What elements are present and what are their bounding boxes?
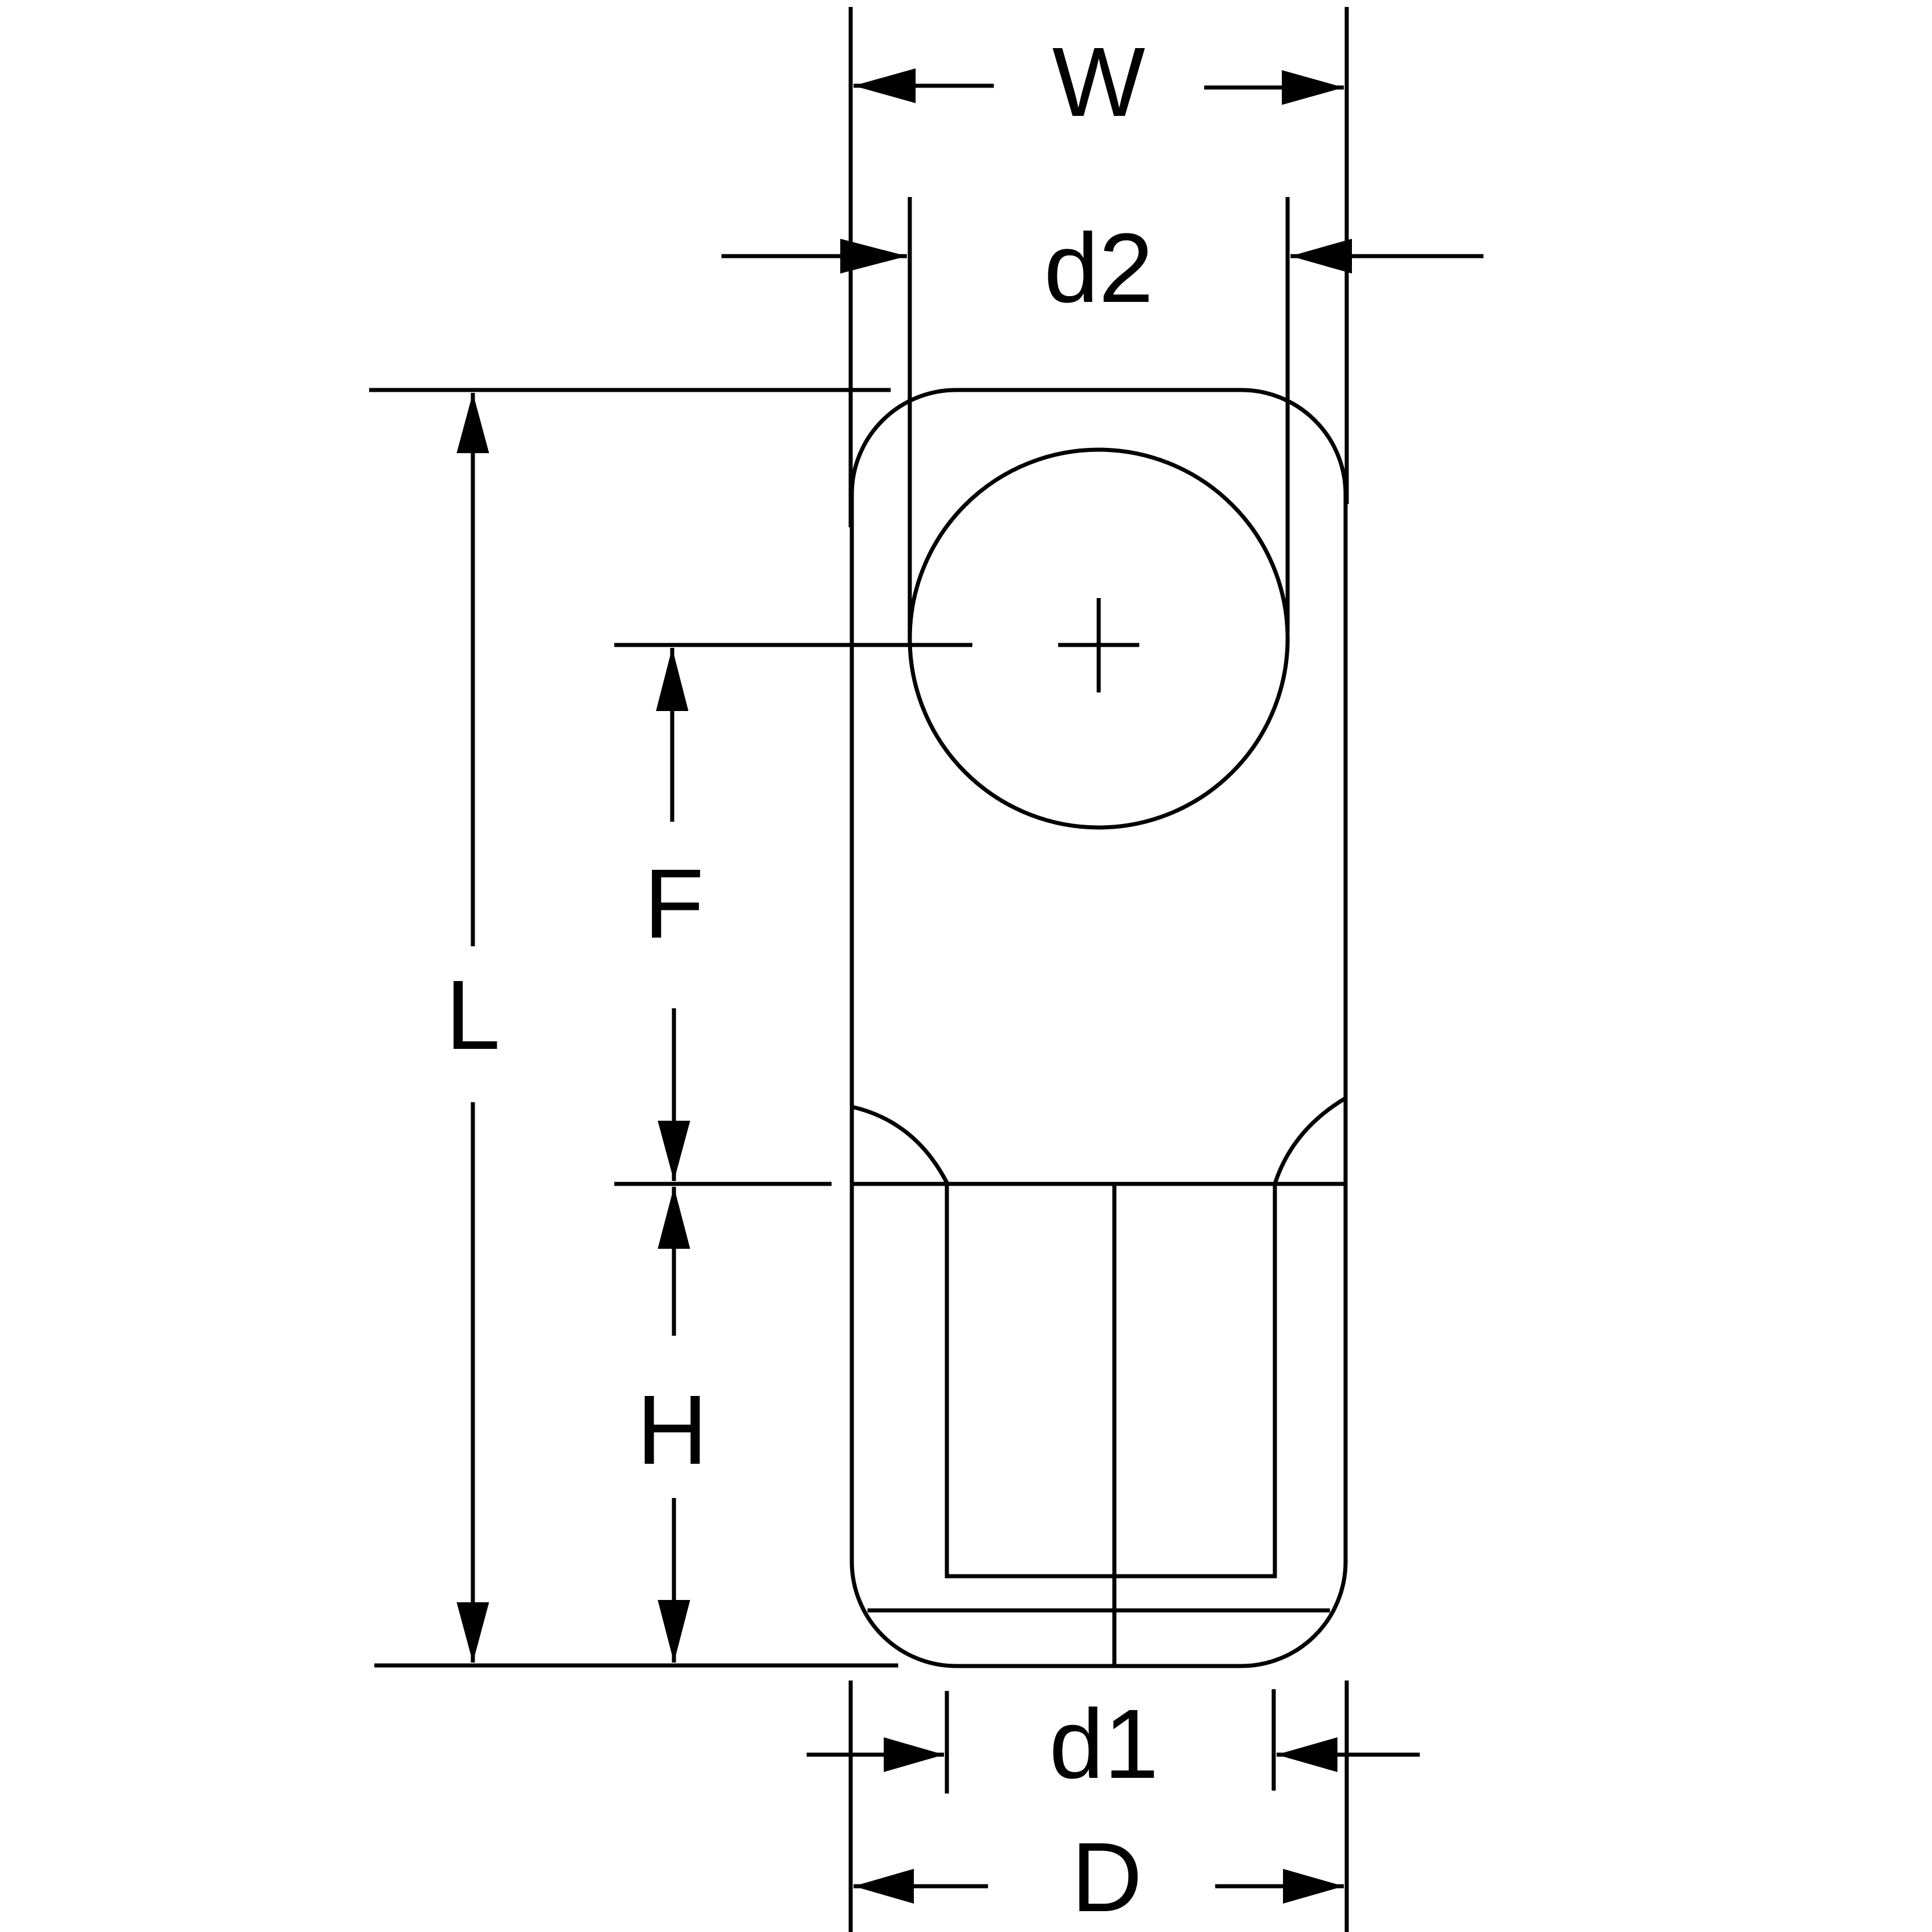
d2-arrow-right bbox=[1291, 239, 1352, 274]
neck-right-curve bbox=[1273, 1096, 1347, 1185]
d-dimension-label: D bbox=[1071, 1822, 1143, 1932]
d1-arrow-left bbox=[884, 1737, 944, 1772]
neck-left-curve bbox=[851, 1104, 950, 1185]
w-dimension-label: W bbox=[1052, 27, 1145, 137]
d-arrow-left bbox=[854, 1869, 914, 1904]
h-dimension-label: H bbox=[637, 1375, 708, 1485]
w-arrow-right bbox=[1282, 70, 1344, 105]
w-arrow-left bbox=[854, 68, 916, 103]
h-arrow-top bbox=[658, 1187, 690, 1249]
d1-arrow-right bbox=[1277, 1737, 1337, 1772]
l-dimension-label: L bbox=[446, 960, 501, 1070]
f-arrow-bottom bbox=[658, 1121, 690, 1181]
lug-body-outline bbox=[850, 388, 1348, 1668]
d1-dimension-label: d1 bbox=[1049, 1689, 1158, 1799]
f-dimension-label: F bbox=[644, 849, 704, 959]
d2-arrow-left bbox=[840, 239, 907, 274]
barrel-bore-rect bbox=[945, 1182, 1277, 1579]
f-arrow-top bbox=[656, 648, 688, 711]
l-arrow-bottom bbox=[457, 1602, 489, 1663]
d-arrow-right bbox=[1283, 1869, 1344, 1904]
l-arrow-top bbox=[457, 393, 489, 453]
d2-dimension-label: d2 bbox=[1044, 213, 1153, 323]
h-arrow-bottom bbox=[658, 1600, 690, 1663]
